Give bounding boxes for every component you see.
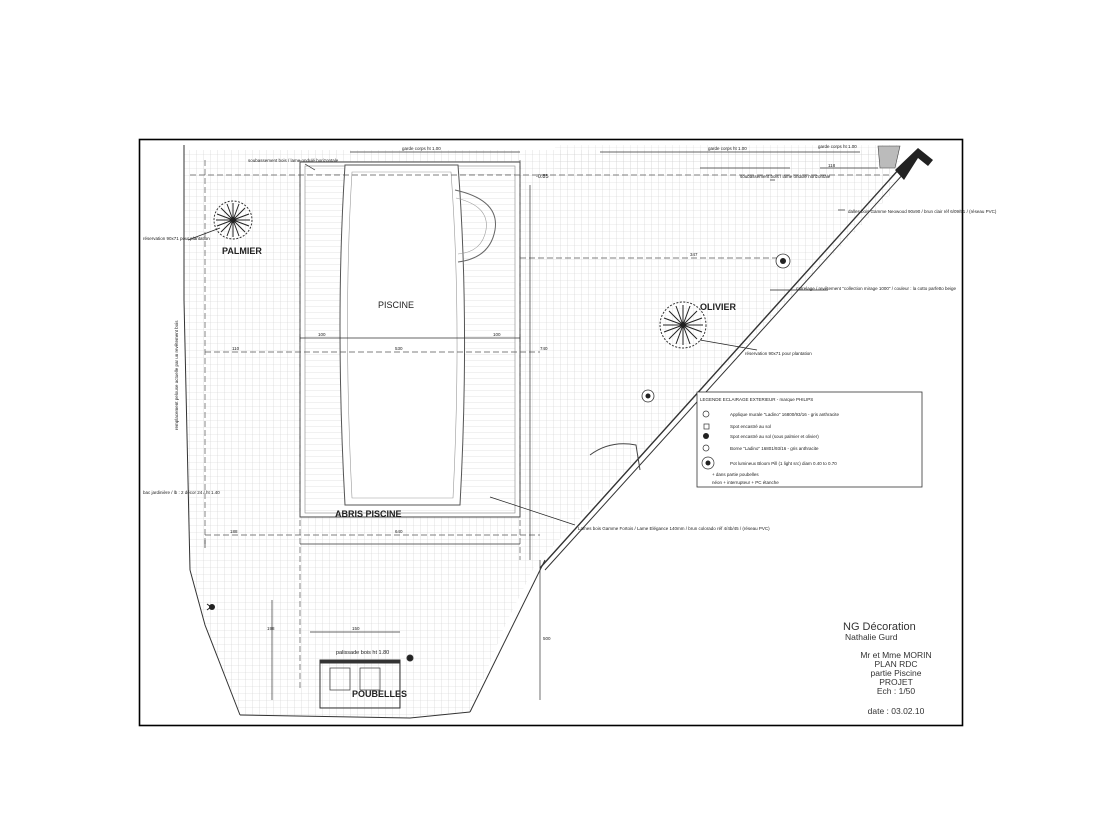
title-date: date : 03.02.10 bbox=[868, 706, 925, 716]
title-designer: Nathalie Gurd bbox=[845, 632, 898, 642]
door-swing bbox=[589, 443, 641, 471]
label-poubelles: POUBELLES bbox=[352, 689, 407, 699]
dim-118: 118 bbox=[828, 163, 836, 168]
legend-extra-2: néon + interrupteur + PC étanche bbox=[712, 480, 779, 485]
dim-110: 110 bbox=[232, 346, 240, 351]
title-status: PROJET bbox=[879, 677, 913, 687]
note-soubassement-2: soubassement bois / lame ondulé horizont… bbox=[740, 174, 831, 179]
label-abris-piscine: ABRIS PISCINE bbox=[335, 509, 402, 519]
label-palissade: palissade bois ht 1.80 bbox=[336, 650, 389, 656]
light-borne-symbol bbox=[775, 253, 791, 269]
title-block: NG Décoration Nathalie Gurd Mr et Mme MO… bbox=[843, 621, 932, 716]
dim-level: -0.85 bbox=[536, 174, 549, 180]
palm-tree bbox=[213, 200, 253, 240]
lighting-legend: LEGENDE ECLAIRAGE EXTERIEUR - marque PHI… bbox=[696, 391, 923, 488]
dim-640: 640 bbox=[395, 529, 403, 534]
legend-item-3: Spot encastré au sol (sous palmier et ol… bbox=[730, 434, 819, 439]
axis-lines bbox=[190, 160, 890, 690]
dim-100a: 100 bbox=[318, 332, 326, 337]
label-olivier: OLIVIER bbox=[700, 302, 737, 312]
dim-garde-corps-3: garde corps ht 1.00 bbox=[818, 144, 857, 149]
legend-item-5: Pot lumineux Bloom Pill (1 light src) di… bbox=[730, 461, 837, 466]
label-palmier: PALMIER bbox=[222, 246, 262, 256]
note-lames-bois: Lames bois Gamme Fortois / Lame Elégance… bbox=[578, 526, 770, 531]
label-piscine: PISCINE bbox=[378, 300, 414, 310]
terrace-outline bbox=[183, 145, 906, 719]
note-reservation-palmier: réservation 90x71 pour plantation bbox=[143, 236, 210, 241]
note-reservation-olivier: réservation 90x71 pour plantation bbox=[745, 351, 812, 356]
pool-basin bbox=[339, 164, 466, 506]
dim-100b: 100 bbox=[493, 332, 501, 337]
note-dalles: dalles bois Gamme Neowood 90x90 / brun c… bbox=[848, 209, 997, 214]
dim-150: 150 bbox=[352, 626, 360, 631]
legend-title: LEGENDE ECLAIRAGE EXTERIEUR - marque PHI… bbox=[700, 397, 813, 402]
dim-347: 347 bbox=[690, 252, 698, 257]
title-part: partie Piscine bbox=[870, 668, 921, 678]
bin-enclosure bbox=[319, 654, 414, 709]
legend-item-2: Spot encastré au sol bbox=[730, 424, 771, 429]
dim-500: 500 bbox=[543, 636, 551, 641]
pool-step bbox=[454, 189, 496, 263]
title-client: Mr et Mme MORIN bbox=[860, 650, 931, 660]
legend-extra-1: + dans partie poubelles bbox=[712, 472, 759, 477]
hatched-block bbox=[877, 145, 901, 169]
dim-garde-corps-2: garde corps ht 1.00 bbox=[708, 146, 747, 151]
note-soubassement-1: soubassement bois / lame ondulé horizont… bbox=[248, 158, 339, 163]
title-company: NG Décoration bbox=[843, 621, 916, 633]
note-remplacement: remplacement pelouse actuelle par un rev… bbox=[174, 320, 179, 430]
legend-item-4: Borne "Ladino" 16801/93/16 - gris anthra… bbox=[730, 446, 819, 451]
dim-198: 198 bbox=[267, 626, 275, 631]
note-carrelage: carrelage / revêtement "collection mirag… bbox=[796, 286, 957, 291]
light-wall-symbol bbox=[206, 603, 215, 611]
dimension-lines bbox=[204, 151, 878, 700]
title-plan: PLAN RDC bbox=[875, 659, 918, 669]
dim-740: 740 bbox=[540, 346, 548, 351]
olive-tree bbox=[659, 301, 707, 349]
wall-corner bbox=[895, 148, 933, 180]
legend-item-1: Applique murale "Ladino" 16800/93/16 - g… bbox=[730, 412, 840, 417]
title-scale: Ech : 1/50 bbox=[877, 686, 916, 696]
dim-188: 188 bbox=[230, 529, 238, 534]
dim-garde-corps-1: garde corps ht 1.00 bbox=[402, 146, 441, 151]
light-pot-symbol bbox=[641, 389, 655, 403]
note-bac: bac jardinière / lb : 2 décor 24 / ht 1.… bbox=[143, 490, 220, 495]
dim-530: 530 bbox=[395, 346, 403, 351]
leader-lines bbox=[187, 163, 845, 526]
